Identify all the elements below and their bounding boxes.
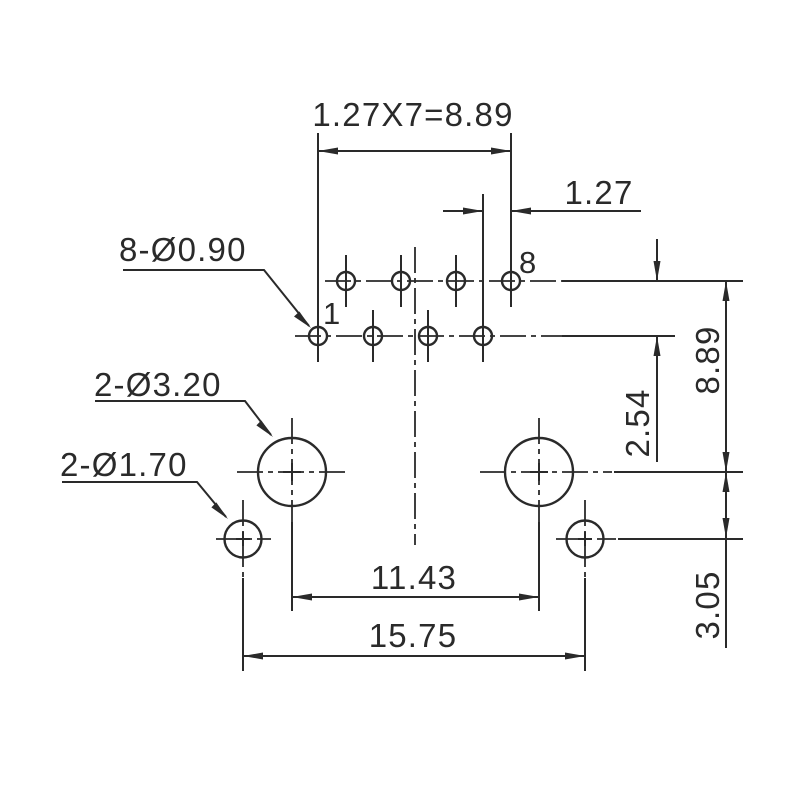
dim-small-span-label: 15.75 xyxy=(369,617,458,654)
leader-pin-holes xyxy=(123,269,310,327)
mount-holes xyxy=(223,436,605,559)
callout-pin-holes-label: 8-Ø0.90 xyxy=(119,231,247,268)
annotation-text: 1.27X7=8.89 1.27 8-Ø0.90 2-Ø3.20 2-Ø1.70… xyxy=(60,96,726,654)
leader-lines xyxy=(62,269,311,519)
callout-small-holes-label: 2-Ø1.70 xyxy=(60,446,188,483)
dim-large-to-small-label: 3.05 xyxy=(689,570,726,639)
pin-number-last: 8 xyxy=(519,245,537,280)
dim-large-span-label: 11.43 xyxy=(371,559,457,596)
dim-pitch-label: 1.27 xyxy=(564,174,633,211)
pin-number-first: 1 xyxy=(323,296,341,331)
leader-large-holes xyxy=(95,400,272,436)
extension-lines xyxy=(242,133,743,671)
dim-rows-to-large-label: 8.89 xyxy=(689,325,726,394)
center-lines xyxy=(216,247,616,578)
dim-row-offset-label: 2.54 xyxy=(619,388,656,457)
dimension-lines xyxy=(243,147,730,660)
leader-small-holes xyxy=(62,481,227,518)
large-mount-hole-left xyxy=(256,436,328,508)
hole-center-marks xyxy=(236,463,592,546)
small-mount-hole-right xyxy=(565,519,605,559)
pin-holes xyxy=(307,255,522,362)
small-mount-hole-left xyxy=(223,519,263,559)
callout-large-holes-label: 2-Ø3.20 xyxy=(94,366,222,403)
large-mount-hole-right xyxy=(503,436,575,508)
dim-pitch-total-label: 1.27X7=8.89 xyxy=(312,96,513,133)
